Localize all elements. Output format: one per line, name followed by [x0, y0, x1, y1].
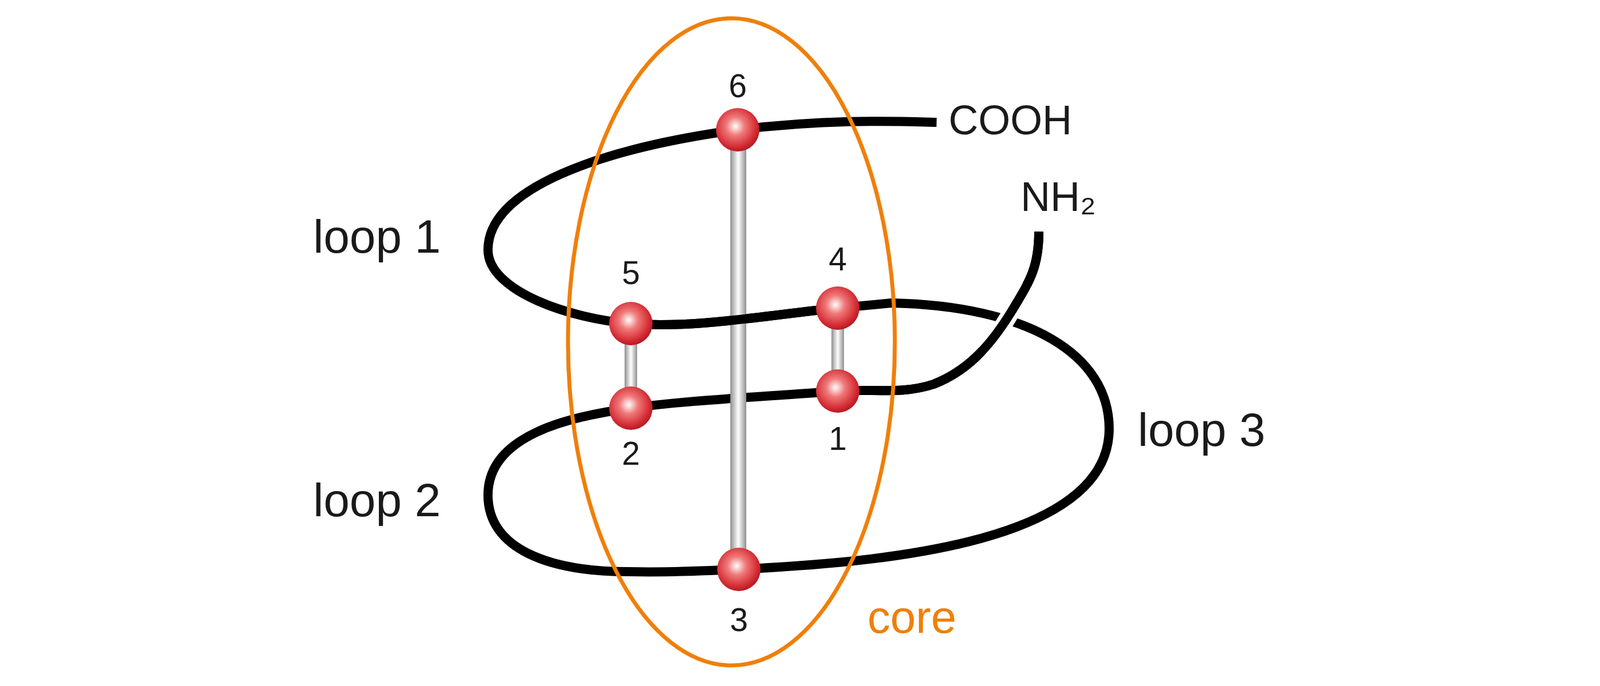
callout-number: 3	[729, 601, 748, 638]
cysteine-ball	[816, 286, 860, 330]
callout-number: 4	[828, 241, 847, 278]
terminus-label: COOH	[948, 97, 1072, 143]
cysteine-ball	[609, 301, 653, 346]
callout-number: 1	[828, 420, 847, 457]
disulfide-bond	[730, 129, 747, 570]
peptide-chain-over	[837, 231, 1039, 391]
core-label: core	[867, 592, 957, 643]
cysteine-ball	[716, 108, 760, 152]
callout-number: 2	[621, 435, 640, 472]
cysteine-ball	[717, 547, 761, 591]
loop-label: loop 3	[1137, 404, 1266, 456]
core-ellipse	[568, 18, 895, 666]
loop-label: loop 1	[313, 210, 441, 263]
loop-label: loop 2	[313, 474, 441, 526]
terminus-label: NH₂	[1020, 174, 1096, 220]
cysteine-ball	[609, 386, 653, 430]
peptide-chain-over	[630, 308, 838, 325]
peptide-chain	[488, 121, 1110, 572]
cysteine-ball	[816, 369, 860, 413]
callout-number: 5	[621, 254, 640, 291]
callout-number: 6	[728, 68, 747, 104]
